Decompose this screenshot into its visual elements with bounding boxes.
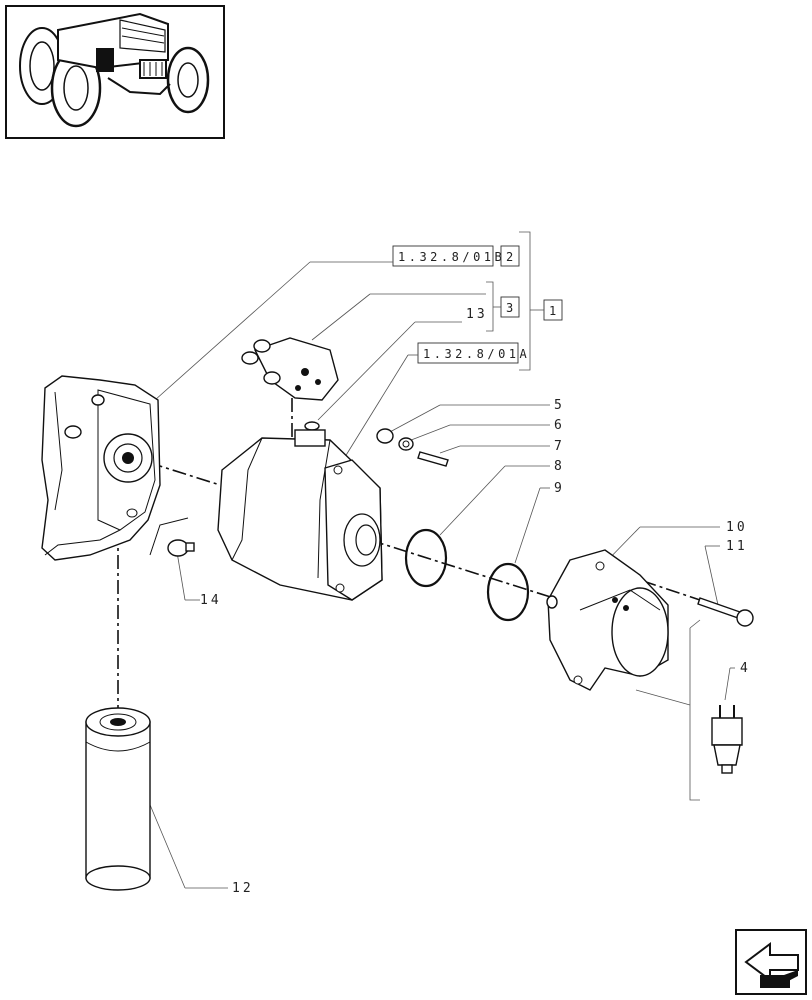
reference-box-2[interactable]: 2: [500, 245, 520, 267]
reference-1-32-8-01b-text: 1.32.8/01B: [398, 250, 505, 264]
washer[interactable]: [398, 437, 414, 451]
o-ring-9[interactable]: [486, 562, 530, 622]
next-page-arrow-icon: [744, 942, 799, 988]
reference-1-32-8-01a[interactable]: 1.32.8/01A: [417, 342, 530, 364]
callout-7[interactable]: 7: [554, 439, 565, 454]
callout-8[interactable]: 8: [554, 459, 565, 474]
filter-cartridge[interactable]: [85, 707, 151, 891]
callout-5[interactable]: 5: [554, 398, 565, 413]
callout-14[interactable]: 14: [200, 593, 222, 608]
temperature-sender[interactable]: [149, 517, 195, 557]
leader-lines: [147, 261, 735, 889]
pin[interactable]: [417, 451, 449, 467]
bracket-lines: [486, 231, 544, 371]
small-o-ring[interactable]: [304, 421, 320, 431]
callout-11[interactable]: 11: [726, 539, 748, 554]
callout-10[interactable]: 10: [726, 520, 748, 535]
pump-flange-unit[interactable]: [546, 549, 669, 691]
reference-box-1[interactable]: 1: [543, 299, 563, 321]
tractor-thumbnail[interactable]: [5, 5, 225, 139]
reference-box-3[interactable]: 3: [500, 296, 520, 318]
reference-box-1-text: 1: [549, 304, 560, 318]
gearbox-housing[interactable]: [41, 375, 161, 561]
callout-13[interactable]: 13: [466, 307, 488, 322]
reference-box-3-text: 3: [506, 301, 517, 315]
next-page-button[interactable]: [735, 929, 807, 995]
tractor-thumbnail-icon: [19, 12, 210, 128]
pressure-switch[interactable]: [711, 705, 743, 774]
reference-box-2-text: 2: [506, 250, 517, 264]
hydraulic-pump[interactable]: [217, 429, 383, 601]
callout-4[interactable]: 4: [740, 661, 751, 676]
control-valve[interactable]: [241, 337, 339, 401]
callout-9[interactable]: 9: [554, 481, 565, 496]
bolt[interactable]: [697, 597, 754, 627]
o-ring-8[interactable]: [404, 528, 448, 588]
callout-12[interactable]: 12: [232, 881, 254, 896]
reference-1-32-8-01b[interactable]: 1.32.8/01B: [392, 245, 505, 267]
callout-6[interactable]: 6: [554, 418, 565, 433]
plug[interactable]: [376, 428, 394, 444]
reference-1-32-8-01a-text: 1.32.8/01A: [423, 347, 530, 361]
